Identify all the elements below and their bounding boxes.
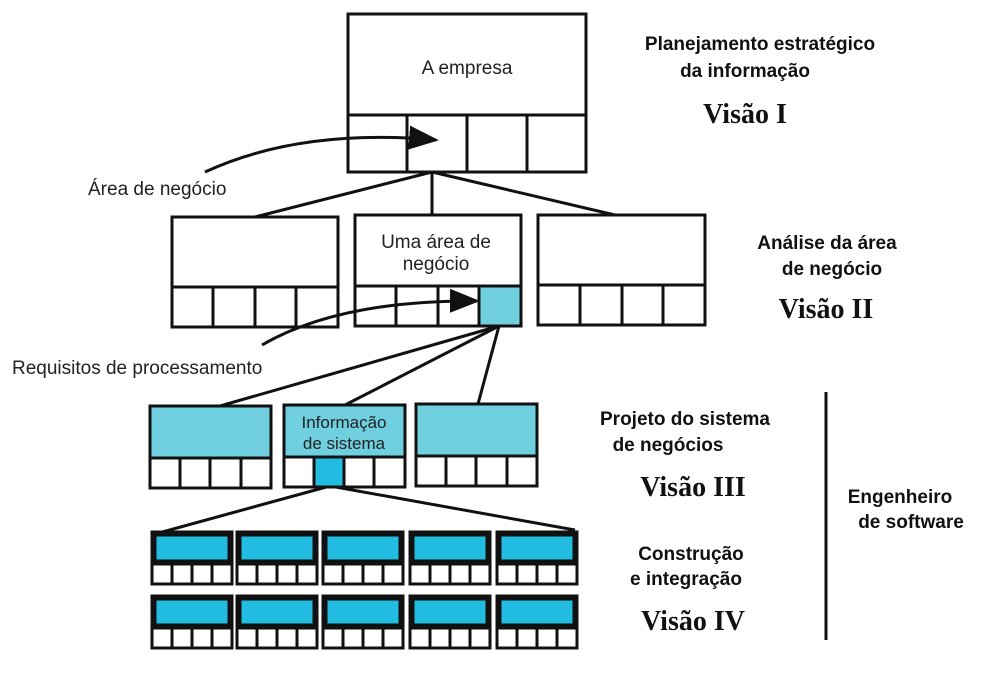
connector-lines	[154, 170, 616, 536]
module-box	[408, 594, 492, 650]
level1-heading-line1: Planejamento estratégico	[645, 34, 875, 55]
business-area-label-line1: Uma área de	[381, 232, 491, 253]
level4-heading-line1: Construção	[638, 544, 744, 565]
system-box-left	[148, 404, 273, 490]
company-box: A empresa	[346, 12, 588, 174]
module-box	[495, 530, 579, 586]
level2-heading-line1: Análise da área	[757, 233, 897, 254]
engineer-label-line2: de software	[858, 512, 964, 533]
system-box-right	[414, 402, 539, 488]
business-area-arrow	[204, 125, 439, 174]
processing-requirement-cell	[477, 284, 523, 328]
business-area-label-line2: negócio	[403, 254, 470, 275]
level3-heading-line2: de negócios	[613, 435, 724, 456]
module-box	[321, 594, 405, 650]
module-box	[495, 594, 579, 650]
construction-modules	[150, 530, 579, 650]
system-information-cell	[312, 455, 346, 489]
business-area-box-center: Uma área de negócio	[353, 213, 523, 328]
module-box	[321, 530, 405, 586]
level4-vision: Visão IV	[641, 606, 745, 637]
module-box	[235, 530, 319, 586]
module-box	[150, 530, 234, 586]
system-info-label-line1: Informação	[301, 413, 386, 432]
level4-heading-line2: e integração	[630, 569, 742, 590]
module-box	[235, 594, 319, 650]
processing-requirements-arrow	[261, 288, 480, 347]
business-area-box-left	[170, 215, 340, 329]
level3-heading-line1: Projeto do sistema	[600, 409, 770, 430]
engineer-label-line1: Engenheiro	[848, 487, 953, 508]
level2-heading-line2: de negócio	[782, 259, 882, 280]
module-box	[150, 594, 234, 650]
company-label: A empresa	[422, 58, 513, 79]
business-area-callout: Área de negócio	[88, 179, 226, 200]
system-info-label-line2: de sistema	[303, 434, 386, 453]
level3-vision: Visão III	[640, 472, 746, 503]
module-box	[408, 530, 492, 586]
level2-vision: Visão II	[779, 294, 874, 325]
processing-requirements-callout: Requisitos de processamento	[12, 358, 262, 379]
level1-heading-line2: da informação	[680, 61, 810, 82]
system-box-center: Informação de sistema	[282, 403, 407, 489]
level1-vision: Visão I	[703, 99, 787, 130]
business-area-box-right	[536, 213, 707, 327]
